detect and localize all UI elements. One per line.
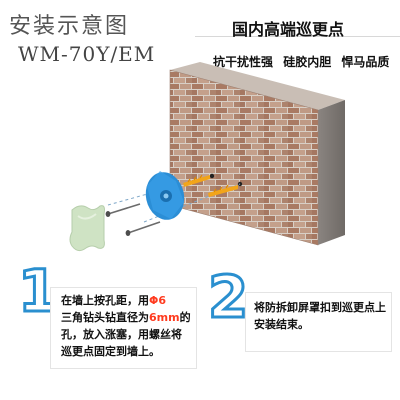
anchor-plug-icon xyxy=(183,174,210,187)
brand-features: 抗干扰性强 硅胶内胆 悍马品质 xyxy=(213,53,395,70)
screw-icon xyxy=(125,221,161,236)
feature-quality: 悍马品质 xyxy=(341,55,390,69)
step-2-text: 将防拆卸屏罩扣到巡更点上安装结束。 xyxy=(254,301,386,331)
anchor-plug-icon xyxy=(208,184,238,197)
installation-scene xyxy=(69,62,345,252)
step-1-text: 在墙上按孔距，用Φ6 三角钻头钻直径为6mm的孔，放入涨塞，用螺丝将巡更点固定到… xyxy=(61,294,191,358)
feature-anti-interference: 抗干扰性强 xyxy=(213,55,274,69)
model-number: WM-70Y/EM xyxy=(18,42,156,66)
protective-cover xyxy=(69,205,105,252)
step-1-box: 在墙上按孔距，用Φ6 三角钻头钻直径为6mm的孔，放入涨塞，用螺丝将巡更点固定到… xyxy=(50,287,197,369)
brand-headline: 国内高端巡更点 xyxy=(232,20,345,39)
screw-icon xyxy=(105,203,141,217)
wall-brick xyxy=(169,62,345,246)
step-2-box: 将防拆卸屏罩扣到巡更点上安装结束。 xyxy=(245,292,392,352)
feature-silicone-liner: 硅胶内胆 xyxy=(283,55,332,69)
patrol-point-device xyxy=(145,171,185,220)
diagram-title: 安装示意图 xyxy=(9,14,130,39)
brand-divider xyxy=(195,36,400,37)
title-block: 安装示意图 WM-70Y/EM xyxy=(0,0,180,80)
step-number-2: 2 xyxy=(206,263,249,331)
